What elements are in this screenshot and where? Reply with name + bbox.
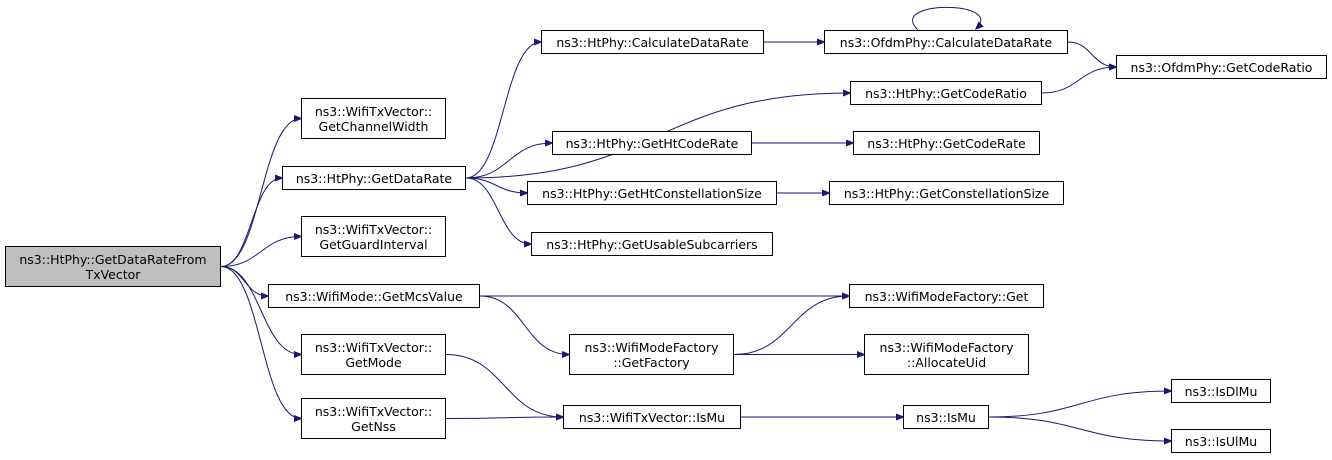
node-label-line: GetGuardInterval (319, 236, 428, 252)
node-label-line: ns3::OfdmPhy::CalculateDataRate (839, 34, 1053, 50)
edge-getNss-to-txIsMu (445, 417, 563, 419)
edge-getFactory-to-factoryGet (733, 296, 849, 355)
node-wifi-mode-factory-get[interactable]: ns3::WifiModeFactory::Get (849, 284, 1044, 308)
node-get-data-rate[interactable]: ns3::HtPhy::GetDataRate (282, 166, 466, 190)
node-ht-get-constellation-size[interactable]: ns3::HtPhy::GetConstellationSize (829, 181, 1064, 205)
node-wifi-mode-factory-allocate-uid[interactable]: ns3::WifiModeFactory ::AllocateUid (864, 334, 1029, 375)
edge-htGetCodeRatio-to-ofdmGetCodeRatio (1041, 67, 1116, 94)
node-label-line: ns3::WifiMode::GetMcsValue (285, 288, 463, 304)
node-ht-get-ht-code-rate[interactable]: ns3::HtPhy::GetHtCodeRate (552, 131, 752, 155)
node-label-line: GetMode (345, 354, 402, 370)
node-label-line: ns3::WifiTxVector:: (314, 339, 433, 355)
node-get-nss[interactable]: ns3::WifiTxVector:: GetNss (301, 398, 446, 439)
node-ht-get-usable-subcarriers[interactable]: ns3::HtPhy::GetUsableSubcarriers (531, 232, 773, 256)
edge-root-to-getMcsValue (220, 266, 268, 297)
node-label-line: ns3::IsUlMu (1184, 433, 1258, 449)
edge-root-to-getGuardInterval (220, 237, 301, 267)
node-get-mcs-value[interactable]: ns3::WifiMode::GetMcsValue (268, 284, 480, 308)
node-label-line: GetChannelWidth (318, 118, 429, 134)
node-label-line: ns3::HtPhy::GetDataRateFrom (19, 251, 207, 267)
node-label-line: ns3::HtPhy::GetUsableSubcarriers (546, 236, 758, 252)
node-ht-get-code-ratio[interactable]: ns3::HtPhy::GetCodeRatio (850, 81, 1042, 105)
node-label-line: ns3::HtPhy::CalculateDataRate (556, 34, 749, 50)
node-wifi-tx-vector-is-mu[interactable]: ns3::WifiTxVector::IsMu (563, 405, 741, 429)
node-label-line: ns3::IsMu (916, 409, 976, 425)
node-label-line: ns3::OfdmPhy::GetCodeRatio (1130, 59, 1313, 75)
node-label-line: ns3::HtPhy::GetCodeRatio (865, 85, 1027, 101)
edge-isMu-to-isUlMu (988, 416, 1171, 441)
node-label-line: ns3::HtPhy::GetDataRate (295, 170, 453, 186)
edge-root-to-getChannelWidth (220, 119, 301, 267)
node-ht-calculate-data-rate[interactable]: ns3::HtPhy::CalculateDataRate (541, 30, 764, 54)
node-label-line: ns3::WifiModeFactory (584, 339, 719, 355)
node-label-line: ns3::HtPhy::GetCodeRate (867, 135, 1026, 151)
edge-getDataRate-to-htGetUsableSubcarriers (465, 177, 531, 244)
node-is-mu[interactable]: ns3::IsMu (903, 405, 989, 429)
node-label-line: ::GetFactory (613, 354, 690, 370)
node-label-line: ns3::WifiTxVector:: (314, 221, 433, 237)
node-wifi-mode-factory-get-factory[interactable]: ns3::WifiModeFactory ::GetFactory (569, 334, 734, 375)
node-label-line: ns3::WifiTxVector:: (314, 103, 433, 119)
node-get-data-rate-from-tx-vector: ns3::HtPhy::GetDataRateFrom TxVector (5, 246, 221, 287)
node-label-line: ns3::HtPhy::GetConstellationSize (843, 185, 1050, 201)
node-ofdm-calculate-data-rate[interactable]: ns3::OfdmPhy::CalculateDataRate (824, 30, 1068, 54)
node-is-ul-mu[interactable]: ns3::IsUlMu (1171, 429, 1271, 453)
node-label-line: TxVector (85, 266, 141, 282)
node-ofdm-get-code-ratio[interactable]: ns3::OfdmPhy::GetCodeRatio (1116, 55, 1327, 79)
node-label-line: ns3::HtPhy::GetHtConstellationSize (542, 185, 762, 201)
edge-getDataRate-to-htCalculateDataRate (465, 42, 541, 179)
edge-getDataRate-to-htGetHtCodeRate (465, 143, 552, 179)
node-label-line: GetNss (351, 418, 396, 434)
node-label-line: ns3::WifiTxVector:: (314, 403, 433, 419)
node-get-guard-interval[interactable]: ns3::WifiTxVector:: GetGuardInterval (301, 216, 446, 257)
edge-ofdmCalculateDataRate-to-ofdmGetCodeRatio (1067, 41, 1116, 67)
edge-getMode-to-txIsMu (445, 354, 563, 418)
node-ht-get-ht-constellation-size[interactable]: ns3::HtPhy::GetHtConstellationSize (527, 181, 777, 205)
node-label-line: ns3::WifiModeFactory (879, 339, 1014, 355)
node-label-line: ns3::WifiModeFactory::Get (864, 288, 1029, 304)
node-label-line: ns3::IsDlMu (1184, 383, 1258, 399)
edge-getMcsValue-to-getFactory (479, 295, 569, 355)
node-ht-get-code-rate[interactable]: ns3::HtPhy::GetCodeRate (853, 131, 1040, 155)
node-label-line: ns3::HtPhy::GetHtCodeRate (565, 135, 739, 151)
node-get-mode[interactable]: ns3::WifiTxVector:: GetMode (301, 334, 446, 375)
edge-ofdmCalculateDataRate-to-ofdmCalculateDataRate (912, 6, 981, 31)
node-is-dl-mu[interactable]: ns3::IsDlMu (1171, 379, 1271, 403)
edge-root-to-getMode (220, 266, 301, 355)
edge-root-to-getNss (220, 266, 301, 419)
edge-getDataRate-to-htGetHtConstellationSize (465, 177, 527, 193)
edge-root-to-getDataRate (220, 178, 282, 267)
node-get-channel-width[interactable]: ns3::WifiTxVector:: GetChannelWidth (301, 98, 446, 139)
edge-isMu-to-isDlMu (988, 391, 1171, 418)
node-label-line: ns3::WifiTxVector::IsMu (578, 409, 726, 425)
node-label-line: ::AllocateUid (906, 354, 987, 370)
